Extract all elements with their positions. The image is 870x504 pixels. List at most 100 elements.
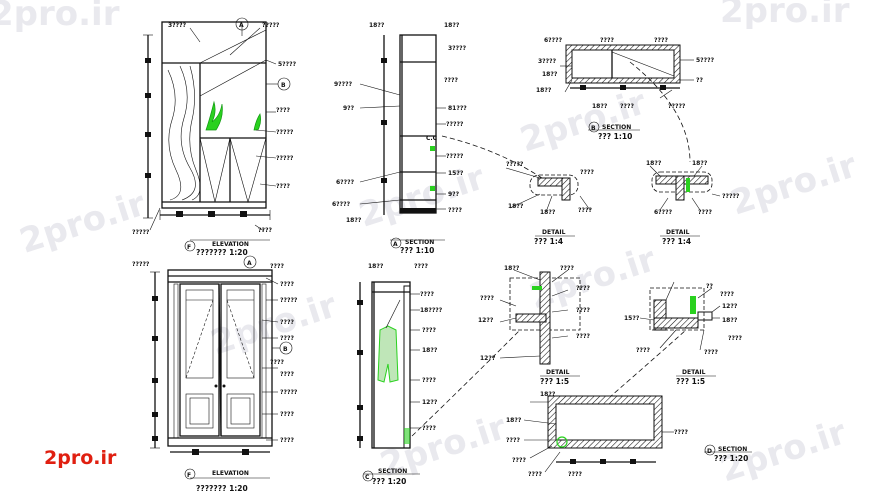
annotation-label: ???? xyxy=(422,327,436,334)
annotation-label: ???? xyxy=(420,291,434,298)
view-mark: D xyxy=(707,448,712,455)
annotation-label: ???? xyxy=(720,291,734,298)
annotation-label: 5???? xyxy=(278,61,297,68)
view-title: SECTION xyxy=(405,239,434,246)
section-b-view: 6???? ???? ???? 3???? 18?? 18?? 18?? ???… xyxy=(536,37,715,141)
annotation-label: 18?? xyxy=(444,22,460,29)
elevation-view-bottom: A B ????? ???? ???? ????? ???? ???? ????… xyxy=(132,255,298,493)
annotation-label: ???? xyxy=(276,183,290,190)
view-title: DETAIL xyxy=(666,229,690,236)
view-title: SECTION xyxy=(718,446,747,453)
annotation-label: 3???? xyxy=(538,58,557,65)
annotation-label: 12?? xyxy=(480,355,496,362)
view-scale: ??????? 1:20 xyxy=(196,248,248,257)
detail-view-3: 18?? ???? ???? ???? ???? 12?? 12?? ???? … xyxy=(478,265,590,386)
annotation-label: ????? xyxy=(276,129,294,136)
annotation-label: ???? xyxy=(258,227,272,234)
annotation-label: 18?? xyxy=(722,317,738,324)
annotation-label: ???? xyxy=(580,169,594,176)
annotation-label: 18?? xyxy=(508,203,524,210)
annotation-label: 18?? xyxy=(592,103,608,110)
annotation-label: ????? xyxy=(132,229,150,236)
annotation-label: ???? xyxy=(698,209,712,216)
annotation-label: ???? xyxy=(576,285,590,292)
annotation-label: ???? xyxy=(280,335,294,342)
section-c-view: 18?? ???? ???? 18???? ???? 18?? ???? 12?… xyxy=(357,263,443,486)
annotation-label: ???? xyxy=(422,425,436,432)
annotation-label: 18?? xyxy=(540,209,556,216)
annotation-label: 18?? xyxy=(540,391,556,398)
annotation-label: ???? xyxy=(280,281,294,288)
view-mark: A xyxy=(393,241,398,248)
annotation-label: ???? xyxy=(528,471,542,478)
detail-view-4: ?? ???? 12?? 15?? 18?? ???? ???? ???? DE… xyxy=(624,281,742,386)
annotation-label: ???? xyxy=(704,349,718,356)
annotation-label: ???? xyxy=(506,437,520,444)
annotation-label: ???? xyxy=(270,359,284,366)
annotation-label: ???? xyxy=(280,437,294,444)
view-title: DETAIL xyxy=(542,229,566,236)
annotation-label: ????? xyxy=(280,297,298,304)
annotation-label: ????? xyxy=(276,155,294,162)
annotation-label: 12?? xyxy=(722,303,738,310)
brand-logo: 2pro.ir xyxy=(44,447,117,469)
annotation-label: ????? xyxy=(668,103,686,110)
annotation-label: 6???? xyxy=(544,37,563,44)
elevation-view-top: A B 3???? ????? 5???? ???? ????? ????? ?… xyxy=(132,17,297,257)
annotation-label: ???? xyxy=(620,103,634,110)
view-title: DETAIL xyxy=(682,369,706,376)
annotation-label: ?? xyxy=(696,77,703,84)
view-scale: ??? 1:20 xyxy=(372,477,406,486)
detail-view-1: ????? ???? 18?? 18?? ???? DETAIL ??? 1:4 xyxy=(505,161,594,246)
detail-leader xyxy=(441,135,546,181)
annotation-label: ???? xyxy=(280,411,294,418)
annotation-label: ????? xyxy=(262,22,280,29)
annotation-label: 18?? xyxy=(506,417,522,424)
annotation-label: ???? xyxy=(480,295,494,302)
annotation-label: 15?? xyxy=(624,315,640,322)
detail-leader xyxy=(411,329,521,437)
annotation-label: 9???? xyxy=(334,81,353,88)
annotation-label: ???? xyxy=(276,107,290,114)
annotation-label: 5???? xyxy=(696,57,715,64)
annotation-label: ???? xyxy=(674,429,688,436)
annotation-label: ???? xyxy=(654,37,668,44)
view-scale: ??? 1:5 xyxy=(540,377,569,386)
view-mark: C xyxy=(365,474,370,481)
detail-view-2: 18?? 18?? ????? 6???? ???? DETAIL ??? 1:… xyxy=(646,160,740,246)
annotation-label: 18?? xyxy=(542,71,558,78)
section-a-view: C.C 18?? 18?? 3???? ???? 9???? 9?? 81???… xyxy=(332,22,467,255)
annotation-label: 18?? xyxy=(692,160,708,167)
view-title: ELEVATION xyxy=(212,470,249,477)
annotation-label: ???? xyxy=(270,263,284,270)
annotation-label: ???? xyxy=(578,207,592,214)
annotation-label: ???? xyxy=(576,333,590,340)
annotation-label: 9?? xyxy=(343,105,355,112)
annotation-label: 3???? xyxy=(448,45,467,52)
view-title: SECTION xyxy=(378,468,407,475)
annotation-label: ???? xyxy=(280,371,294,378)
view-scale: ??? 1:4 xyxy=(662,237,691,246)
watermark: 2pro.ir xyxy=(515,82,651,160)
annotation-label: ????? xyxy=(446,121,464,128)
watermark: 2pro.ir xyxy=(720,0,850,31)
view-mark: B xyxy=(591,125,596,132)
callout-mark: A xyxy=(239,22,244,29)
annotation-label: ????? xyxy=(506,161,524,168)
annotation-label: 18?? xyxy=(504,265,520,272)
cut-mark: C.C xyxy=(426,135,438,142)
annotation-label: ????? xyxy=(132,261,150,268)
annotation-label: 15?? xyxy=(448,170,464,177)
annotation-label: ????? xyxy=(446,153,464,160)
annotation-label: ???? xyxy=(728,335,742,342)
annotation-label: ????? xyxy=(722,193,740,200)
watermark: 2pro.ir xyxy=(206,285,342,363)
watermark: 2pro.ir xyxy=(726,145,862,223)
annotation-label: 18?? xyxy=(368,263,384,270)
annotation-label: ???? xyxy=(512,457,526,464)
annotation-label: 81??? xyxy=(448,105,467,112)
view-scale: ??????? 1:20 xyxy=(196,484,248,493)
view-mark: F xyxy=(187,472,191,479)
annotation-label: ???? xyxy=(560,265,574,272)
annotation-label: ???? xyxy=(422,377,436,384)
